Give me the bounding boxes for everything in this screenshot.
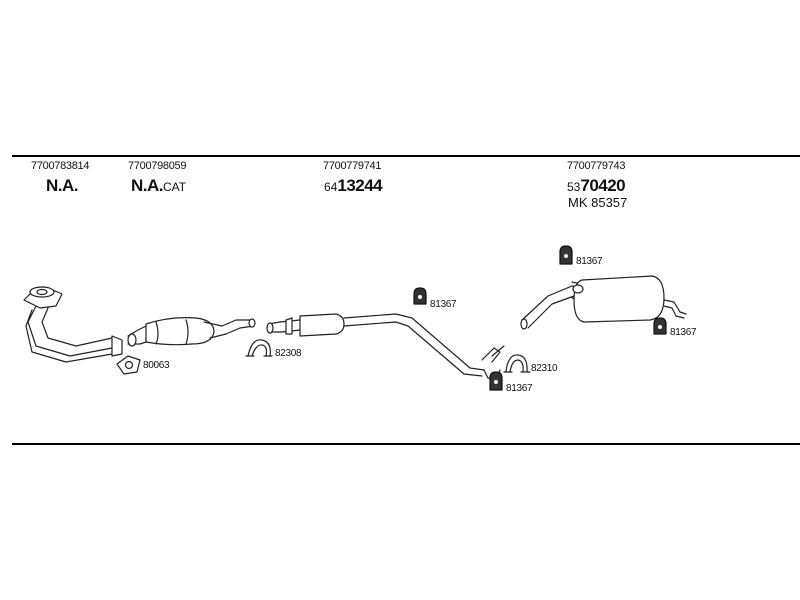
code-intermediate: 6413244 xyxy=(324,176,383,195)
code-front-pipe: N.A. xyxy=(46,176,79,195)
ref-gasket: 80063 xyxy=(143,360,170,371)
ref-clamp-1: 82308 xyxy=(275,348,302,359)
code-rear-silencer-prefix: 53 xyxy=(567,180,581,194)
part-number-rear-silencer: 7700779743 xyxy=(567,160,626,172)
hanger-holes xyxy=(418,254,662,384)
top-rule xyxy=(12,155,800,157)
code-rear-silencer: 5370420 xyxy=(567,176,626,195)
intermediate-silencer xyxy=(266,313,505,381)
code-intermediate-main: 13244 xyxy=(337,176,383,195)
ref-hanger-4: 81367 xyxy=(670,327,697,338)
code-rear-silencer-main: 70420 xyxy=(580,176,626,195)
front-pipe xyxy=(23,286,123,363)
ref-clamp-2: 82310 xyxy=(531,363,558,374)
bottom-rule xyxy=(12,443,800,445)
clamp-icon xyxy=(503,354,531,373)
gasket-icon xyxy=(116,355,141,375)
ref-hanger-2: 81367 xyxy=(506,383,533,394)
code-catalyst-suffix: CAT xyxy=(163,180,187,194)
catalytic-converter xyxy=(127,317,256,347)
part-number-catalyst: 7700798059 xyxy=(128,160,187,172)
clamp-icon xyxy=(245,339,273,357)
part-number-intermediate: 7700779741 xyxy=(323,160,382,172)
code-intermediate-prefix: 64 xyxy=(324,180,338,194)
code-catalyst: N.A.CAT xyxy=(131,177,186,195)
ref-hanger-3: 81367 xyxy=(576,256,603,267)
part-number-front-pipe: 7700783814 xyxy=(31,160,90,172)
code-catalyst-main: N.A. xyxy=(131,176,164,195)
rear-silencer xyxy=(520,275,687,330)
ref-hanger-1: 81367 xyxy=(430,299,457,310)
code-rear-silencer-kit: MK 85357 xyxy=(568,195,628,210)
